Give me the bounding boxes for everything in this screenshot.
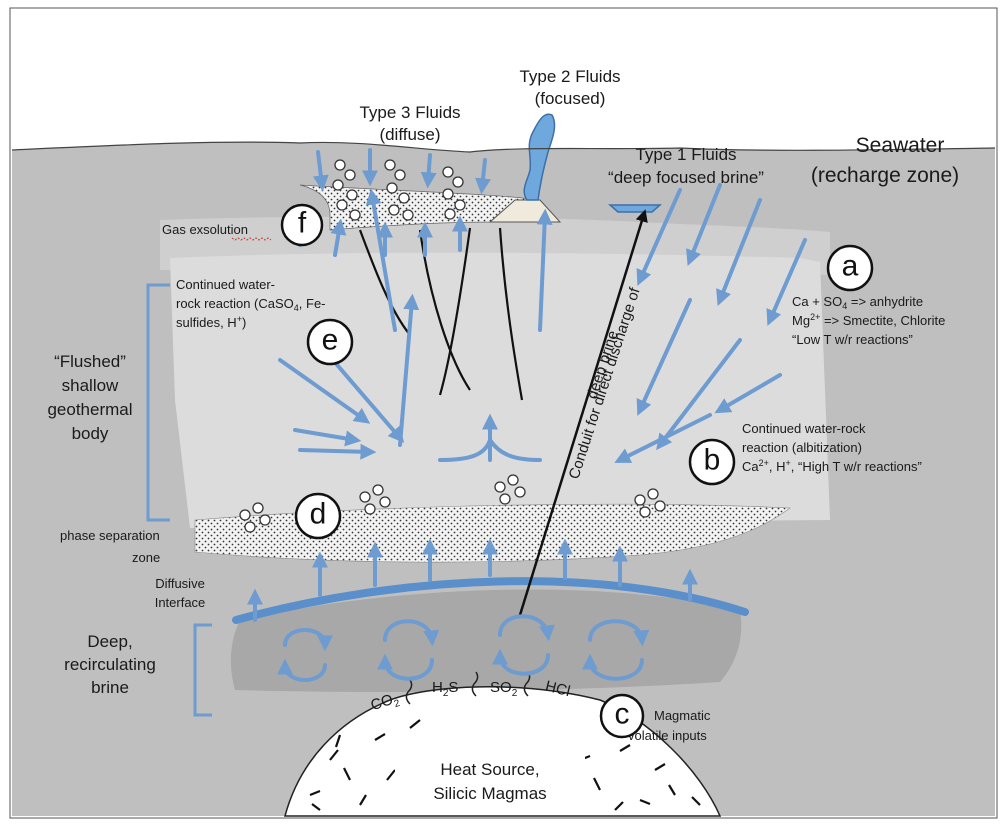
magmatic-line2: volatile inputs — [628, 728, 707, 743]
svg-text:f: f — [298, 207, 307, 240]
badge-f: f — [280, 203, 324, 247]
type3-label-line1: Type 3 Fluids — [359, 103, 460, 122]
flushed-label-line1: “Flushed” — [54, 352, 126, 371]
flushed-label-line2: shallow — [62, 376, 119, 395]
reaction-a-line2: Mg2+ => Smectite, Chlorite — [792, 312, 945, 328]
gas-partitions — [405, 671, 531, 705]
type2-label-line1: Type 2 Fluids — [519, 67, 620, 86]
continued-e-line3: sulfides, H+) — [176, 314, 246, 330]
surface-downflow-arrows — [312, 148, 491, 195]
conduit-line — [518, 209, 648, 616]
seawater-label-line2: (recharge zone) — [811, 164, 959, 187]
surface-bubbles — [332, 159, 466, 221]
gas-exsolution-label: Gas exsolution — [162, 222, 248, 237]
badge-d: d — [294, 492, 342, 540]
deep-brine-bracket — [193, 623, 212, 717]
type2-vent-plume — [523, 113, 556, 201]
phase-sep-line1: phase separation — [60, 528, 160, 543]
svg-text:d: d — [310, 498, 327, 531]
svg-text:c: c — [615, 698, 630, 731]
reaction-a-line1: Ca + SO4 => anhydrite — [792, 294, 923, 311]
diffusive-line2: Interface — [155, 595, 206, 610]
continued-b-line3: Ca2+, H+, “High T w/r reactions” — [742, 458, 922, 474]
interface-upflow-arrows — [247, 538, 698, 622]
svg-text:e: e — [322, 324, 339, 357]
seawater-label-line1: Seawater — [856, 134, 945, 157]
phase-separation-zone — [194, 503, 791, 563]
gas-co2: CO2 — [369, 689, 402, 717]
svg-text:b: b — [704, 444, 721, 477]
diffusive-interface — [232, 577, 749, 624]
heat-source-line2: Silicic Magmas — [433, 784, 546, 803]
badge-c: c — [599, 693, 645, 739]
fractures — [358, 227, 524, 401]
type2-label-line2: (focused) — [535, 89, 606, 108]
flushed-label-line4: body — [72, 424, 109, 443]
continued-b-line1: Continued water-rock — [742, 421, 866, 436]
magma-texture — [309, 719, 701, 811]
gas-h2s: H2S — [432, 679, 458, 699]
deep-line1: Deep, — [87, 632, 132, 651]
gas-exsolution-underline — [231, 237, 272, 241]
continued-e-line2: rock reaction (CaSO4, Fe- — [176, 296, 326, 313]
flushed-bracket — [146, 283, 170, 522]
badge-e: e — [306, 318, 354, 366]
phase-sep-line2: zone — [132, 550, 160, 565]
phase-bubbles — [239, 474, 666, 533]
continued-e-line1: Continued water- — [176, 277, 275, 292]
convection-cells — [277, 614, 650, 682]
svg-text:a: a — [842, 250, 859, 283]
type3-label-line2: (diffuse) — [379, 125, 440, 144]
recharge-flow-arrows — [614, 183, 807, 463]
reaction-a-line3: “Low T w/r reactions” — [792, 332, 913, 347]
converging-arrows — [278, 293, 542, 462]
type1-brine-pool — [608, 204, 662, 213]
type1-label-line1: Type 1 Fluids — [635, 145, 736, 164]
heat-source-line1: Heat Source, — [440, 760, 539, 779]
deep-line3: brine — [91, 678, 129, 697]
deep-line2: recirculating — [64, 655, 156, 674]
deep-brine-zone — [230, 589, 742, 693]
gas-so2: SO2 — [490, 679, 518, 699]
continued-b-line2: reaction (albitization) — [742, 440, 862, 455]
seafloor-line — [11, 141, 996, 153]
upflow-arrows — [286, 188, 553, 332]
badge-a: a — [826, 244, 874, 292]
diffusive-line1: Diffusive — [155, 576, 205, 591]
type1-label-line2: “deep focused brine” — [608, 168, 764, 187]
heat-source-box — [395, 748, 585, 810]
magmatic-line1: Magmatic — [654, 708, 711, 723]
badge-b: b — [688, 438, 736, 486]
gas-hcl: HCl — [544, 678, 572, 701]
flushed-label-line3: geothermal — [47, 400, 132, 419]
